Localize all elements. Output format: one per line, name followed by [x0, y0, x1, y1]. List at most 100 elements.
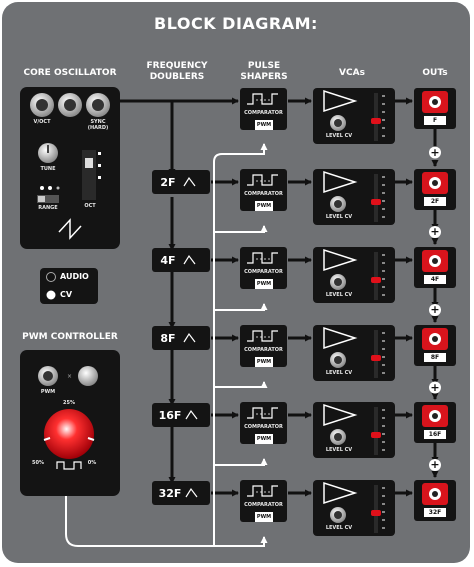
frequency-doublers-header-line1: FREQUENCY — [146, 61, 208, 71]
frequency-doublers-header-line2: DOUBLERS — [149, 72, 205, 82]
cv-dot-icon — [46, 290, 56, 300]
amplifier-icon — [323, 481, 358, 505]
comparator-label: COMPARATOR — [244, 424, 283, 430]
cv-connections — [65, 143, 268, 547]
amplifier-icon — [323, 326, 358, 350]
level-led — [371, 277, 381, 283]
pulse-wave-icon — [247, 330, 278, 342]
level-cv-label: LEVEL CV — [325, 133, 353, 139]
doubler-16f-label: 16F — [158, 409, 182, 422]
hard-label: (HARD) — [87, 125, 109, 131]
mix-plus-icon — [429, 146, 441, 159]
range-switch[interactable] — [37, 195, 59, 203]
triangle-wave-icon — [183, 254, 196, 265]
doubler-32f — [152, 481, 210, 505]
level-slider[interactable] — [374, 330, 378, 378]
amplifier-icon — [323, 403, 358, 427]
v-oct-label: V/OCT — [33, 119, 51, 125]
output-16f — [414, 402, 456, 443]
comparator-label: COMPARATOR — [244, 269, 283, 275]
level-cv-label: LEVEL CV — [325, 214, 353, 220]
pulse-shaper-1 — [240, 88, 287, 130]
pwm-input-tab — [255, 512, 273, 522]
percent-0-label: 0% — [87, 460, 97, 466]
vca-3 — [313, 247, 395, 303]
pwm-tab-label: PWM — [256, 436, 272, 442]
vca-4 — [313, 325, 395, 381]
pulse-width-icon — [56, 461, 82, 470]
pulse-wave-icon — [247, 407, 278, 419]
level-led — [371, 510, 381, 516]
doubler-8f-label: 8F — [160, 332, 176, 345]
level-slider[interactable] — [374, 93, 378, 141]
output-4f — [414, 247, 456, 288]
mix-plus-icon — [429, 304, 441, 316]
diagram-canvas: × — [20, 87, 456, 547]
pwm-knob[interactable] — [44, 409, 94, 459]
comparator-label: COMPARATOR — [244, 191, 283, 197]
triangle-wave-icon — [183, 332, 196, 343]
amplifier-icon — [323, 170, 358, 194]
audio-connections — [120, 97, 439, 497]
pulse-wave-icon — [247, 252, 278, 264]
level-led — [371, 118, 381, 124]
pwm-tab-label: PWM — [256, 281, 272, 287]
doubler-2f — [152, 170, 210, 194]
vca-1 — [313, 88, 395, 144]
mix-plus-icon — [429, 381, 441, 394]
vca-5 — [313, 402, 395, 458]
pulse-shaper-6 — [240, 480, 287, 522]
triangle-wave-icon — [185, 409, 198, 420]
vcas — [313, 88, 395, 536]
level-led — [371, 355, 381, 361]
outs-header: OUTs — [422, 68, 448, 78]
pwm-controller-header: PWM CONTROLLER — [22, 332, 118, 342]
vcas-header: VCAs — [339, 68, 365, 78]
outputs — [414, 88, 456, 521]
pwm-attenuator-knob[interactable] — [78, 366, 98, 386]
level-cv-label: LEVEL CV — [325, 525, 353, 531]
pulse-wave-icon — [247, 174, 278, 186]
pwm-input-tab — [255, 279, 273, 289]
block-diagram-panel: × BLOCK DIAGRAM: CORE — [2, 2, 470, 563]
tune-label: TUNE — [40, 166, 56, 172]
mix-plus-label: + — [430, 458, 440, 471]
pulse-wave-icon — [247, 93, 278, 105]
pwm-input-tab — [255, 201, 273, 211]
pulse-shaper-5 — [240, 402, 287, 444]
triangle-wave-icon — [185, 487, 198, 498]
level-cv-label: LEVEL CV — [325, 292, 353, 298]
pulse-shaper-2 — [240, 169, 287, 211]
level-led — [371, 199, 381, 205]
output-label: F — [432, 117, 438, 124]
oct-slider[interactable] — [82, 150, 96, 200]
level-slider[interactable] — [374, 252, 378, 300]
output-label: 8F — [430, 354, 440, 361]
doublers — [152, 170, 210, 505]
pulse-shaper-3 — [240, 247, 287, 289]
sync-label: SYNC — [90, 119, 106, 125]
level-led — [371, 432, 381, 438]
range-label: RANGE — [38, 205, 58, 211]
pulse-shapers-header-line2: SHAPERS — [240, 72, 288, 82]
doubler-2f-label: 2F — [160, 176, 176, 189]
svg-text:×: × — [67, 373, 72, 380]
output-label: 2F — [430, 198, 440, 205]
percent-50-label: 50% — [32, 460, 44, 466]
comparator-label: COMPARATOR — [244, 502, 283, 508]
level-slider[interactable] — [374, 407, 378, 455]
doubler-4f-label: 4F — [160, 254, 176, 267]
pulse-shapers-header-line1: PULSE — [247, 61, 281, 71]
percent-25-label: 25% — [63, 400, 75, 406]
doubler-8f — [152, 326, 210, 350]
level-slider[interactable] — [374, 485, 378, 533]
output-8f — [414, 325, 456, 366]
amplifier-icon — [323, 89, 358, 113]
pwm-tab-label: PWM — [256, 359, 272, 365]
pwm-tab-label: PWM — [256, 122, 272, 128]
sawtooth-icon — [58, 218, 82, 240]
comparator-label: COMPARATOR — [244, 347, 283, 353]
oct-label: OCT — [84, 203, 96, 209]
level-slider[interactable] — [374, 174, 378, 222]
triangle-wave-icon — [183, 176, 196, 187]
